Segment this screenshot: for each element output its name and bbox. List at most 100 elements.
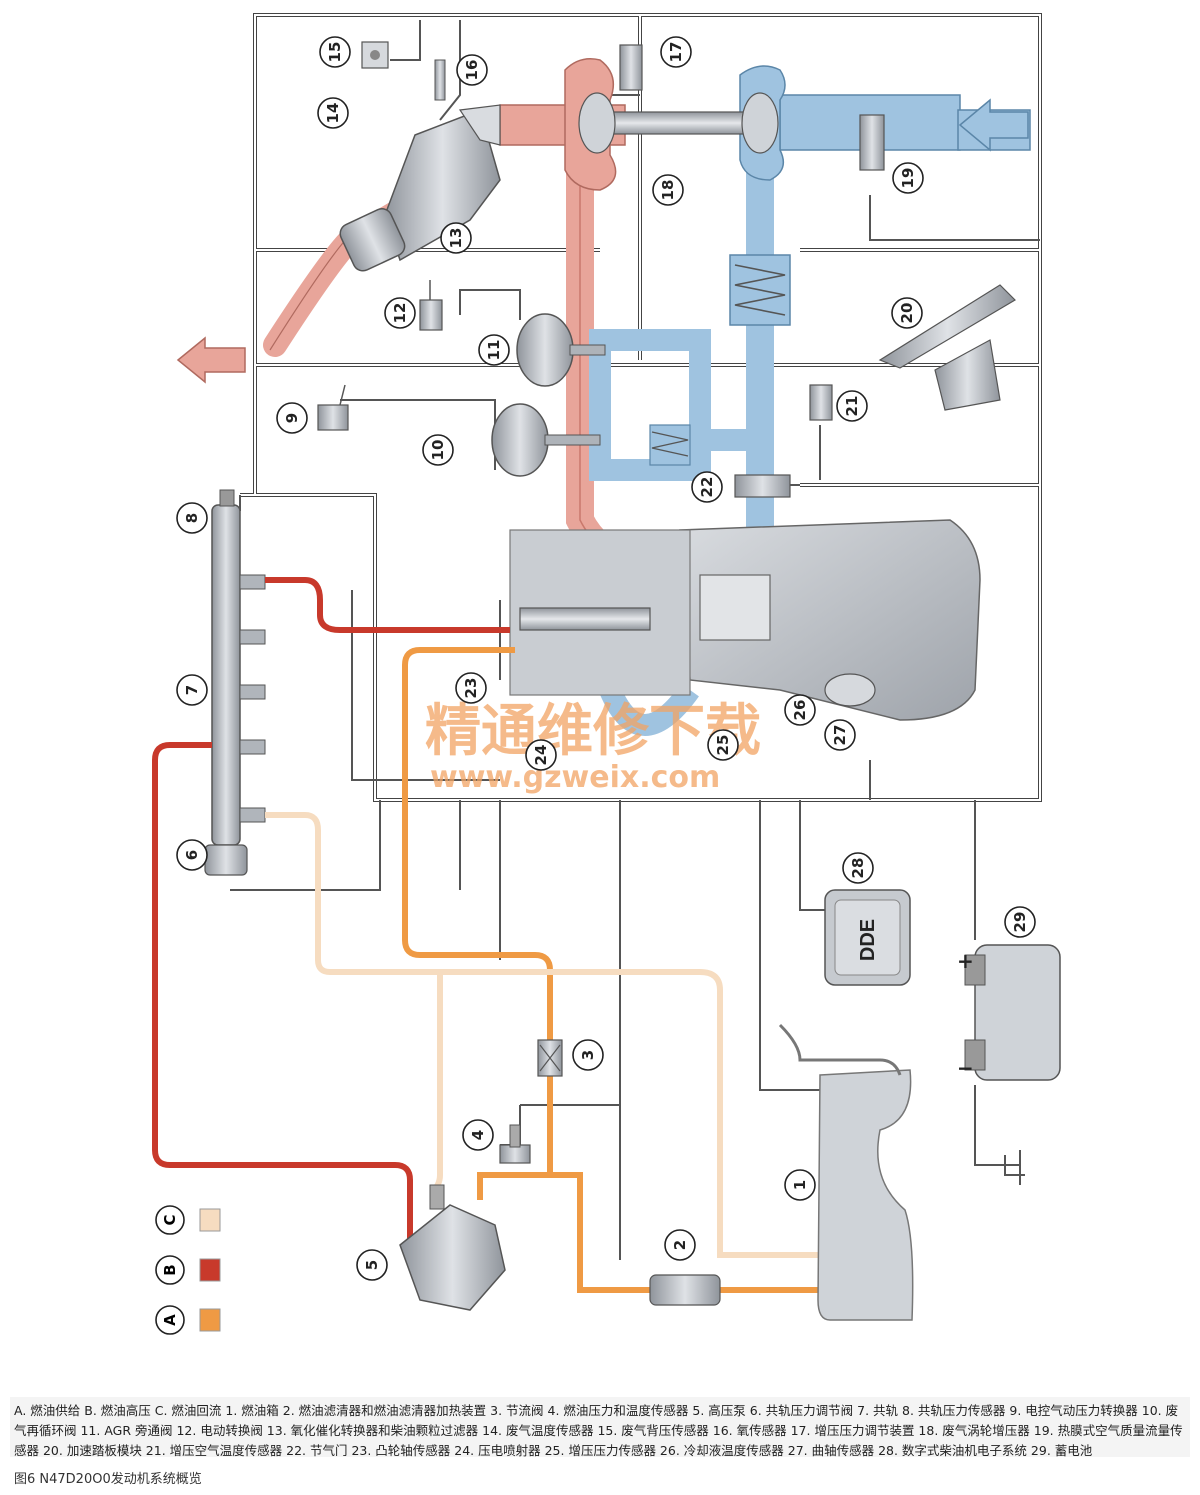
callout-label: 2 [671, 1240, 689, 1250]
watermark-url: www.gzweix.com [430, 760, 720, 795]
legend-item-a: A [155, 1305, 221, 1335]
callout-label: 15 [326, 42, 344, 63]
callout-2: 2 [664, 1229, 696, 1261]
fuel-high-pressure-lines [152, 577, 510, 1250]
callout-label: 29 [1011, 912, 1029, 933]
legend-item-b: B [155, 1255, 221, 1285]
wiring-harness [240, 13, 1042, 802]
high-pressure-pump [399, 1184, 506, 1311]
callout-9: 9 [276, 402, 308, 434]
legend-item-c: C [155, 1205, 221, 1235]
callout-29: 29 [1004, 906, 1036, 938]
legend-swatch [199, 1208, 221, 1232]
callout-label: 17 [667, 42, 685, 63]
watermark-chinese: 精通维修下载 [425, 699, 761, 764]
callout-6: 6 [176, 839, 208, 871]
electro-pneumatic-converter [317, 384, 349, 431]
engine-block [509, 519, 981, 721]
callout-8: 8 [176, 502, 208, 534]
intake-arrow [958, 98, 1029, 152]
egr-valve [491, 403, 601, 477]
callout-label: 7 [183, 685, 201, 695]
callout-13: 13 [440, 222, 472, 254]
watermark: 精通维修下载 www.gzweix.com [425, 699, 761, 795]
callout-label: 12 [391, 303, 409, 324]
legend-letter: A [161, 1314, 179, 1326]
throttle-orifice [537, 1039, 563, 1077]
callout-14: 14 [317, 97, 349, 129]
common-rail [204, 489, 266, 876]
callout-24: 24 [525, 739, 557, 771]
electric-converter-valve [419, 280, 443, 331]
legend-letter: B [161, 1264, 179, 1275]
callout-label: 16 [463, 60, 481, 81]
callout-label: 19 [899, 168, 917, 189]
callout-label: 14 [324, 103, 342, 124]
callout-10: 10 [422, 434, 454, 466]
callout-label: 9 [283, 413, 301, 423]
callout-label: 10 [429, 440, 447, 461]
callout-label: 1 [791, 1180, 809, 1190]
callout-label: 22 [698, 477, 716, 498]
callout-18: 18 [652, 174, 684, 206]
callout-label: 11 [485, 340, 503, 361]
egr-bellows [649, 424, 691, 466]
callout-3: 3 [572, 1039, 604, 1071]
dde-control-unit: DDE [824, 889, 911, 986]
battery: + − [957, 944, 1061, 1081]
callout-label: 13 [447, 228, 465, 249]
throttle-valve [734, 474, 791, 498]
dde-label: DDE [857, 919, 879, 961]
legend-swatch [199, 1308, 221, 1332]
fuel-tank [778, 1023, 914, 1321]
callout-4: 4 [462, 1119, 494, 1151]
fuel-pressure-temp-sensor [499, 1124, 531, 1164]
turbocharger [578, 92, 779, 154]
callout-12: 12 [384, 297, 416, 329]
callout-22: 22 [691, 471, 723, 503]
legend-swatch [199, 1258, 221, 1282]
callout-label: 26 [791, 700, 809, 721]
callout-label: 18 [659, 180, 677, 201]
callout-23: 23 [455, 672, 487, 704]
callout-20: 20 [891, 297, 923, 329]
engine-system-diagram: DDE + − CBA 精通维修下载 www.gzweix.com 123456… [152, 13, 1061, 1335]
callout-label: 24 [532, 745, 550, 766]
callout-25: 25 [707, 729, 739, 761]
callout-label: 4 [469, 1130, 487, 1140]
fuel-filter [649, 1274, 721, 1306]
callout-27: 27 [824, 719, 856, 751]
callout-11: 11 [478, 334, 510, 366]
fuel-supply-lines [402, 647, 830, 1293]
callout-label: 3 [579, 1050, 597, 1060]
callout-label: 21 [843, 396, 861, 417]
callout-label: 28 [849, 858, 867, 879]
boost-pressure-control [619, 44, 643, 91]
callout-label: 5 [363, 1260, 381, 1270]
oxygen-sensor [434, 59, 446, 101]
callout-17: 17 [660, 36, 692, 68]
battery-minus-sign: − [957, 1056, 974, 1080]
callout-label: 25 [714, 735, 732, 756]
callout-26: 26 [784, 694, 816, 726]
callout-21: 21 [836, 390, 868, 422]
callout-5: 5 [356, 1249, 388, 1281]
callout-28: 28 [842, 852, 874, 884]
legend: C B A [155, 1205, 221, 1335]
callout-label: 8 [183, 513, 201, 523]
air-mass-sensor [859, 114, 885, 171]
callout-19: 19 [892, 162, 924, 194]
callout-label: 27 [831, 725, 849, 746]
callout-label: 6 [183, 850, 201, 860]
battery-plus-sign: + [957, 949, 974, 973]
callout-label: 20 [898, 303, 916, 324]
callout-1: 1 [784, 1169, 816, 1201]
accelerator-pedal [878, 284, 1016, 411]
legend-caption: A. 燃油供给 B. 燃油高压 C. 燃油回流 1. 燃油箱 2. 燃油滤清器和… [10, 1397, 1190, 1458]
callout-15: 15 [319, 36, 351, 68]
agr-bypass-valve [516, 313, 606, 387]
legend-letter: C [161, 1214, 179, 1225]
figure-title: 图6 N47D20O0发动机系统概览 [14, 1472, 202, 1487]
callout-7: 7 [176, 674, 208, 706]
